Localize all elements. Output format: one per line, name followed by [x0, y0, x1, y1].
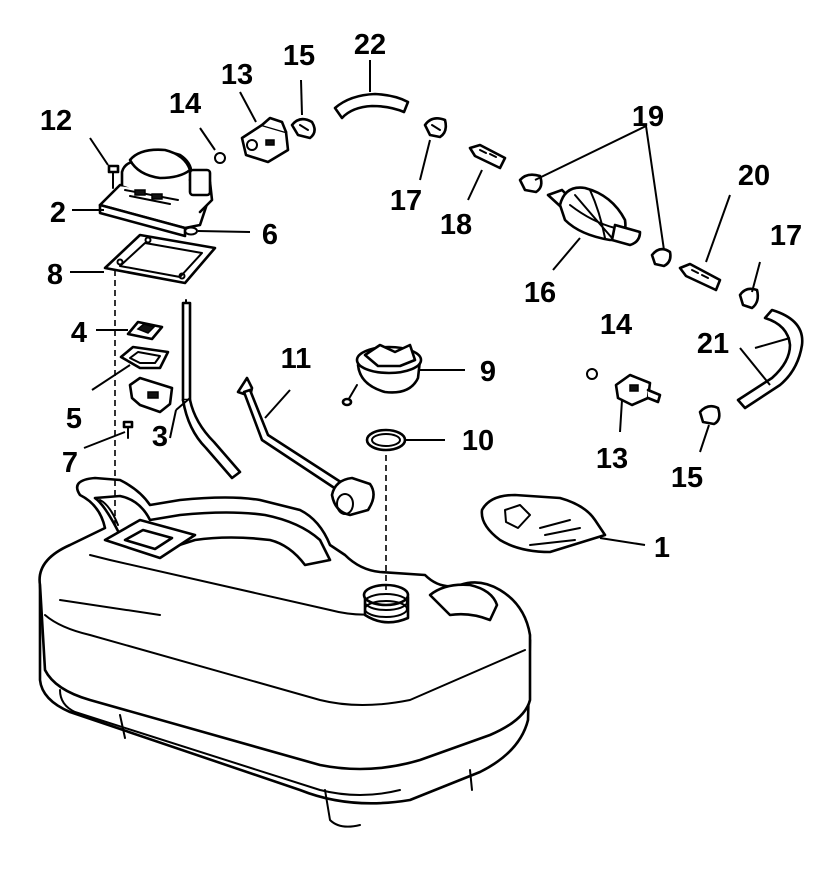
label-15b: 15 [671, 462, 703, 494]
label-14a: 14 [169, 88, 201, 120]
o-ring-6 [184, 226, 198, 236]
label-2: 2 [50, 197, 66, 229]
fitting-18 [468, 143, 507, 170]
bracket-7 [122, 376, 174, 439]
label-12: 12 [40, 105, 72, 137]
label-5: 5 [66, 403, 82, 435]
label-9: 9 [480, 356, 496, 388]
label-13a: 13 [221, 59, 253, 91]
primer-bulb [546, 186, 642, 247]
label-17a: 17 [390, 185, 422, 217]
clamp-15-upper [290, 117, 316, 140]
label-11: 11 [281, 343, 312, 375]
fuel-cap [341, 343, 423, 407]
label-6: 6 [262, 219, 278, 251]
gasket [103, 233, 217, 285]
clamp-19b [650, 247, 672, 268]
label-19: 19 [632, 101, 664, 133]
label-17b: 17 [770, 220, 802, 252]
label-18: 18 [440, 209, 472, 241]
label-3: 3 [152, 421, 168, 453]
label-21: 21 [697, 328, 729, 360]
label-14b: 14 [600, 309, 632, 341]
label-1: 1 [654, 532, 670, 564]
hose-22 [333, 92, 410, 120]
label-8: 8 [47, 259, 63, 291]
cap-gasket [365, 428, 407, 452]
label-15a: 15 [283, 40, 315, 72]
label-16: 16 [524, 277, 556, 309]
screw-12 [107, 164, 120, 189]
clamp-19a [518, 173, 543, 194]
clamp-15-lower [698, 404, 721, 426]
seal-4 [126, 320, 164, 341]
label-22: 22 [354, 29, 386, 61]
connector-13-upper [240, 116, 290, 164]
decal-plate [480, 493, 607, 554]
o-ring-14-upper [214, 152, 226, 164]
hose-21 [736, 308, 804, 410]
label-4: 4 [71, 317, 87, 349]
label-20: 20 [738, 160, 770, 192]
label-10: 10 [462, 425, 494, 457]
label-7: 7 [62, 447, 78, 479]
filler-neck [362, 583, 410, 624]
clamp-17-right [738, 287, 760, 310]
fuel-tank [38, 476, 532, 828]
connector-housing [98, 148, 214, 238]
label-13b: 13 [596, 443, 628, 475]
connector-13-lower [614, 373, 662, 407]
clamp-17-upper [423, 117, 448, 139]
pickup-tube [181, 299, 242, 480]
gasket-5 [119, 345, 170, 370]
o-ring-14-lower [586, 368, 598, 380]
fitting-20 [678, 262, 722, 292]
fuel-gauge-arm [236, 376, 375, 517]
leader-lines [70, 60, 791, 546]
